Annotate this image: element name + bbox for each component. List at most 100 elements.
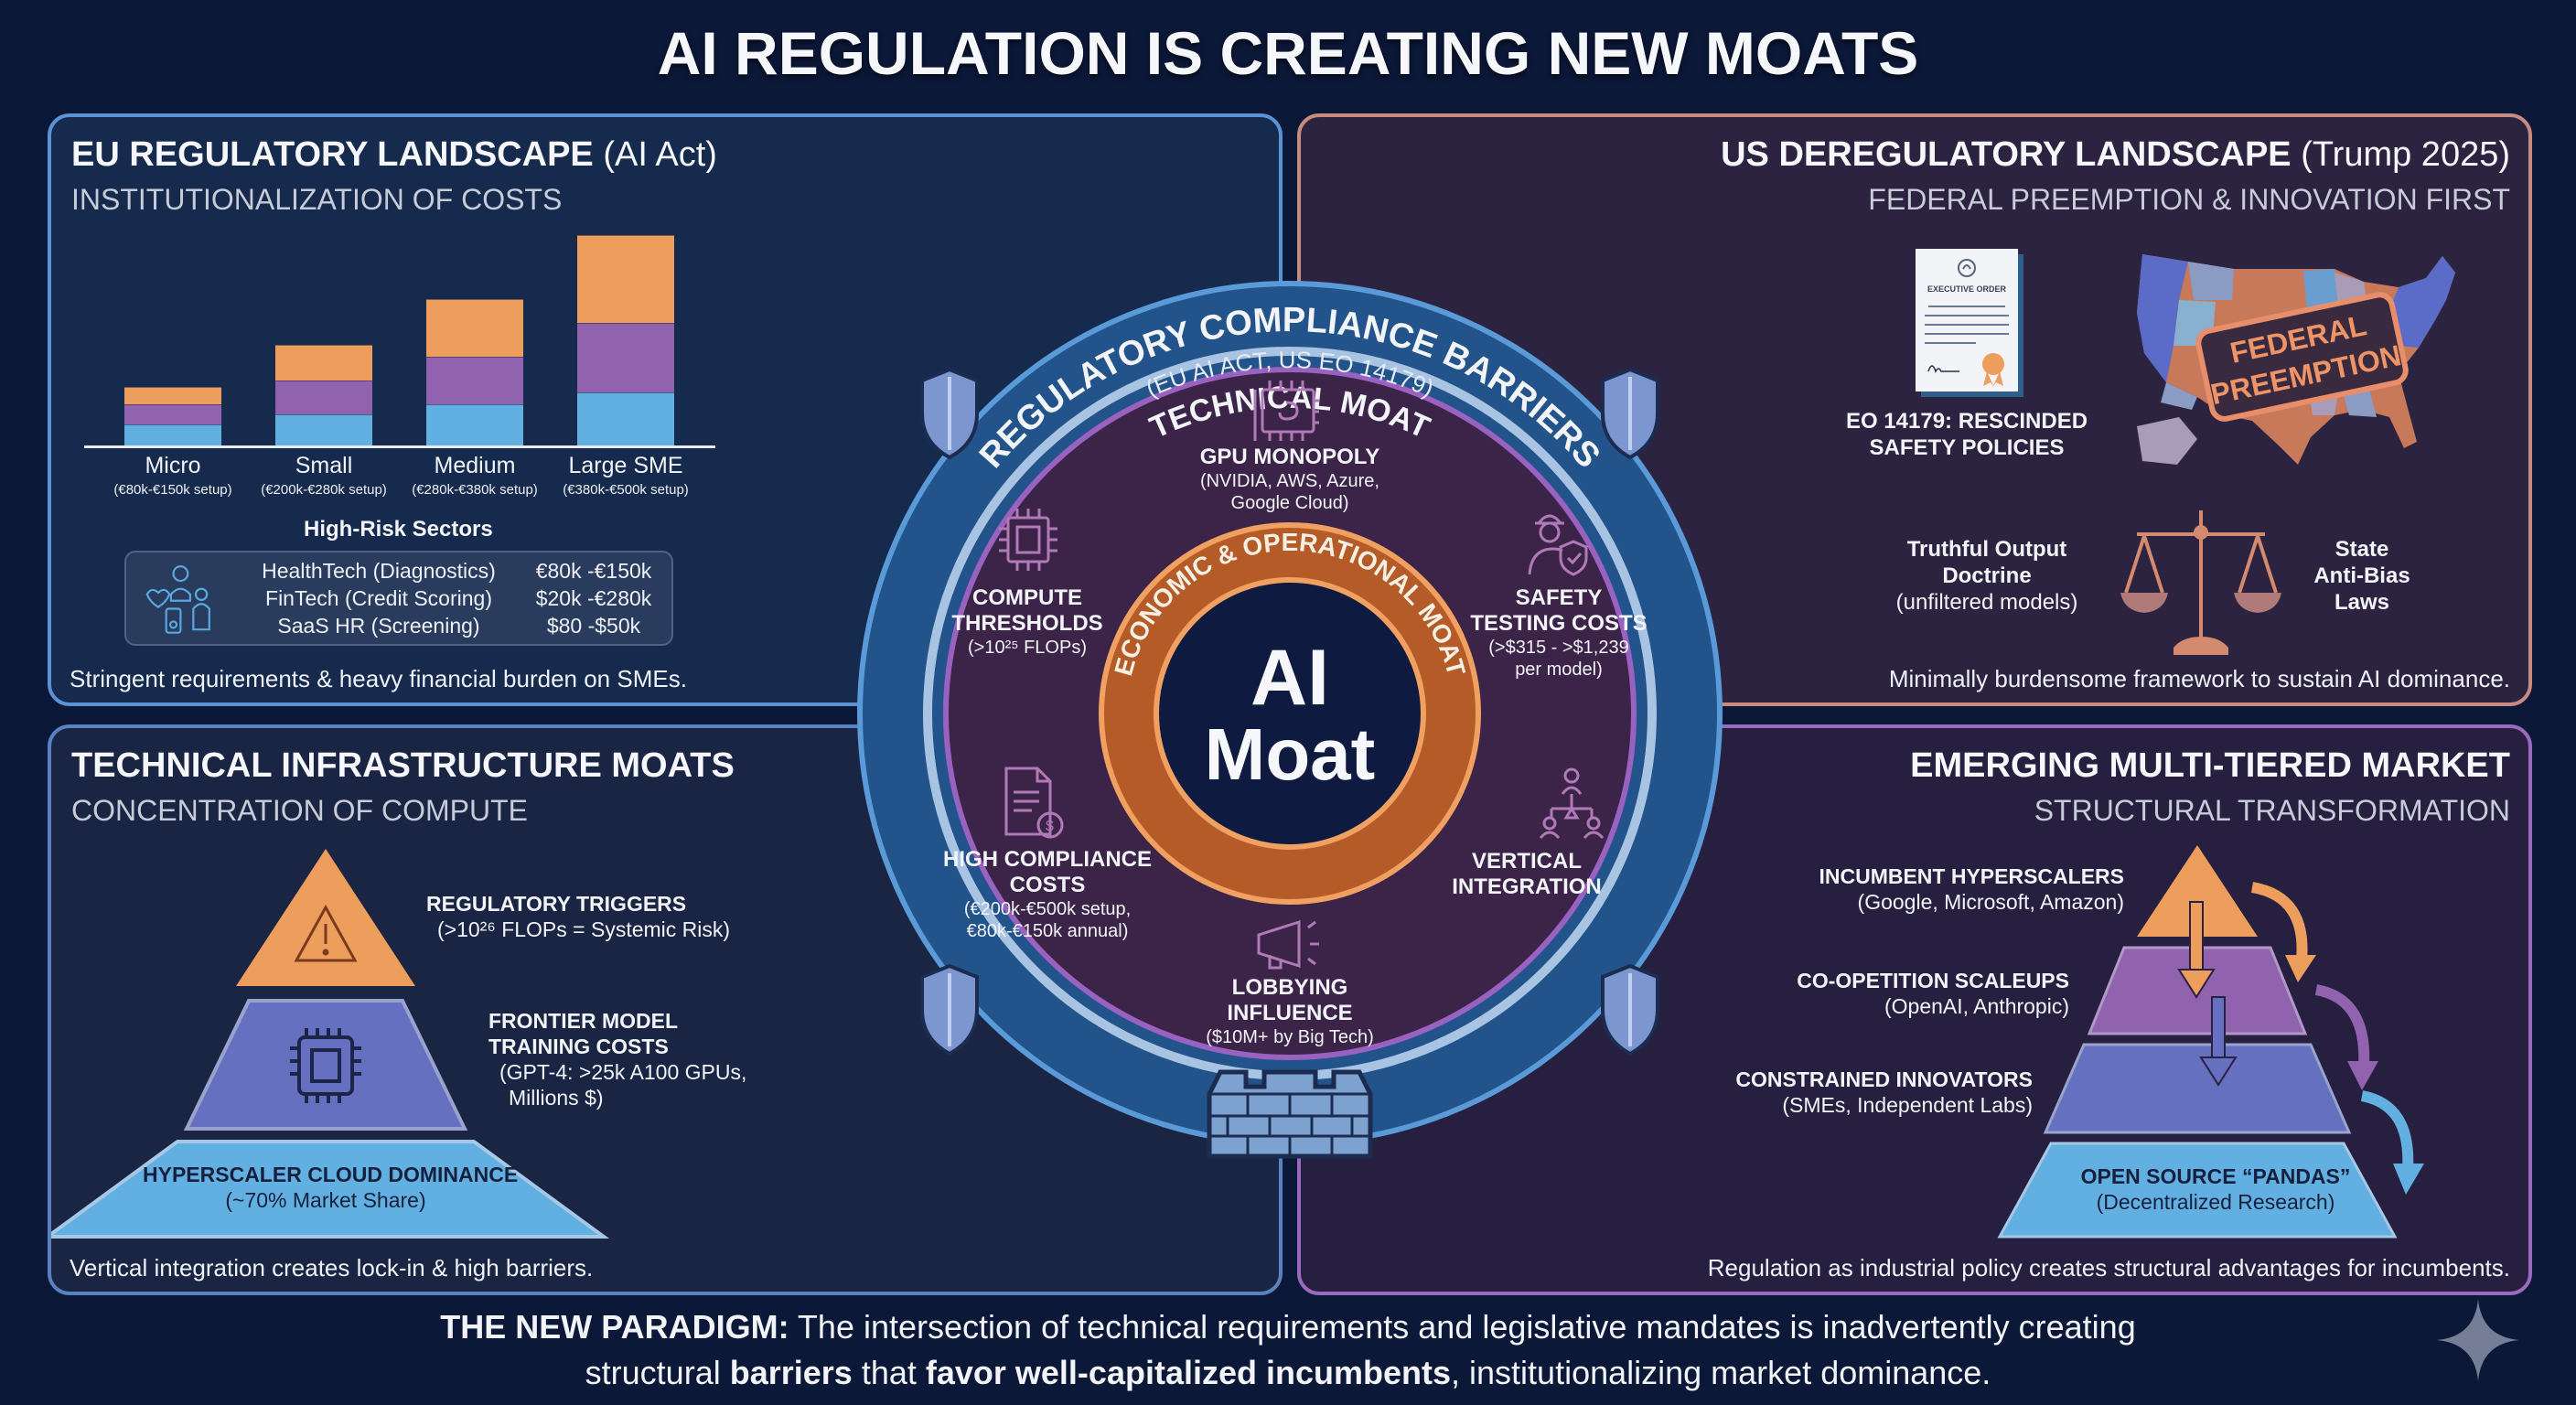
eo-line-2: SAFETY POLICIES [1869, 435, 2065, 460]
paradigm-line-1: THE NEW PARADIGM: The intersection of te… [0, 1306, 2576, 1348]
eu-title-suffix: (AI Act) [603, 135, 717, 174]
worker-shield-icon [1528, 514, 1588, 576]
bar-medium-middle [426, 356, 523, 405]
tier-constrained-innovators: CONSTRAINED INNOVATORS (SMEs, Independen… [1484, 1067, 2033, 1118]
us-panel-title: US DEREGULATORY LANDSCAPE (Trump 2025) [1721, 134, 2510, 176]
market-panel-footer: Regulation as industrial policy creates … [1707, 1254, 2510, 1282]
tier-sub-2: Millions $) [509, 1086, 604, 1110]
compliance-title-2: COSTS [1009, 873, 1086, 897]
compute-sub: (>10²⁵ FLOPs) [968, 638, 1087, 658]
org-hierarchy-icon [1539, 767, 1605, 840]
eu-title-bold: EU REGULATORY LANDSCAPE [71, 135, 594, 174]
bar-micro-middle [124, 404, 221, 424]
tech-panel-footer: Vertical integration creates lock-in & h… [70, 1254, 594, 1282]
curved-arrow-purple-icon [2314, 984, 2370, 1067]
tech-panel-subtitle: CONCENTRATION OF COMPUTE [71, 794, 528, 827]
moat-item-safety-testing: SAFETY TESTING COSTS (>$315 - >$1,239 pe… [1467, 585, 1650, 681]
bar-small-top [275, 344, 372, 381]
sector-fintech-range: $20k -€280k [535, 586, 652, 610]
market-panel-subtitle: STRUCTURAL TRANSFORMATION [2034, 794, 2510, 827]
pyramid-tier-bottom [51, 1140, 610, 1239]
tier-title-1: FRONTIER MODEL [488, 1009, 678, 1033]
bar-medium-top [426, 298, 523, 357]
signature-icon [1927, 365, 1959, 373]
chart-baseline [84, 445, 715, 448]
compliance-title-1: HIGH COMPLIANCE [943, 847, 1152, 872]
lobbying-title-2: INFLUENCE [1227, 1001, 1353, 1025]
moat-item-high-compliance-costs: HIGH COMPLIANCE COSTS (€200k-€500k setup… [942, 847, 1153, 942]
safety-title-2: TESTING COSTS [1470, 611, 1648, 636]
tier-sub: (OpenAI, Anthropic) [1884, 994, 2069, 1018]
vertical-title-2: INTEGRATION [1452, 874, 1602, 899]
truthful-line-1: Truthful Output [1906, 537, 2067, 562]
compute-title-1: COMPUTE [972, 585, 1082, 610]
x-label-medium: Medium [434, 453, 516, 478]
x-label-large-sme: Large SME [568, 453, 683, 478]
tier-sub: (>10²⁶ FLOPs = Systemic Risk) [437, 917, 731, 941]
market-tier-1 [2137, 845, 2258, 937]
gpu-sub-1: (NVIDIA, AWS, Azure, [1200, 471, 1379, 491]
market-pyramid [1997, 845, 2424, 1239]
us-title-bold: US DEREGULATORY LANDSCAPE [1721, 135, 2292, 174]
moat-item-lobbying-influence: LOBBYING INFLUENCE ($10M+ by Big Tech) [1198, 975, 1381, 1048]
tech-panel-title: TECHNICAL INFRASTRUCTURE MOATS [71, 746, 735, 785]
tier-coopetition-scaleups: CO-OPETITION SCALEUPS (OpenAI, Anthropic… [1520, 968, 2069, 1019]
compute-pyramid [51, 849, 610, 1239]
paradigm-l2-d: favor well-capitalized incumbents [925, 1354, 1452, 1391]
paradigm-lead: THE NEW PARADIGM: [440, 1308, 789, 1346]
tier-sub: (~70% Market Share) [225, 1188, 426, 1212]
curved-arrow-blue-icon [2360, 1090, 2414, 1170]
tier-title: OPEN SOURCE “PANDAS” [2080, 1164, 2351, 1188]
paradigm-l2-c: that [852, 1354, 926, 1391]
sector-saashr-range: $80 -$50k [546, 614, 641, 638]
vertical-title-1: VERTICAL [1472, 849, 1582, 874]
eo-line-1: EO 14179: RESCINDED [1845, 409, 2088, 434]
gpu-title: GPU MONOPOLY [1199, 445, 1380, 469]
safety-sub-2: per model) [1515, 660, 1603, 680]
market-tier-3 [2043, 1043, 2352, 1134]
tier-open-source-pandas: OPEN SOURCE “PANDAS” (Decentralized Rese… [2051, 1164, 2380, 1215]
curved-arrow-orange-icon [2250, 882, 2308, 961]
tier-title: CONSTRAINED INNOVATORS [1735, 1067, 2033, 1091]
castle-wall-icon [1207, 1069, 1373, 1159]
paradigm-line-2: structural barriers that favor well-capi… [0, 1352, 2576, 1394]
down-arrow-indigo-icon [2199, 996, 2238, 1087]
lobbying-sub: ($10M+ by Big Tech) [1206, 1027, 1374, 1047]
us-title-suffix: (Trump 2025) [2301, 135, 2510, 174]
moat-item-gpu-monopoly: GPU MONOPOLY (NVIDIA, AWS, Azure, Google… [1189, 445, 1390, 514]
bar-large-sme-top [577, 234, 674, 323]
x-sublabel-large-sme: (€380k-€500k setup) [563, 482, 689, 498]
svg-text:$: $ [1046, 819, 1054, 834]
state-line-1: State [2334, 537, 2389, 562]
bar-medium-bottom [426, 404, 523, 446]
compliance-document-dollar-icon: $ [1004, 767, 1064, 839]
shield-icon [1601, 963, 1659, 1056]
bar-large-sme-middle [577, 322, 674, 393]
down-arrow-orange-icon [2177, 901, 2216, 999]
moat-item-compute-thresholds: COMPUTE THRESHOLDS (>10²⁵ FLOPs) [940, 585, 1114, 659]
tier-sub: (Decentralized Research) [2096, 1190, 2335, 1214]
gpu-chip-icon [1253, 381, 1319, 441]
bar-large-sme-bottom [577, 392, 674, 446]
cpu-chip-icon [999, 509, 1057, 571]
truthful-sub: (unfiltered models) [1895, 590, 2078, 615]
us-map-icon: FEDERAL PREEMPTION [2137, 254, 2455, 465]
tier-hyperscaler-dominance: HYPERSCALER CLOUD DOMINANCE (~70% Market… [143, 1162, 518, 1213]
market-tier-4 [1997, 1142, 2398, 1239]
eu-cost-bar-chart [51, 117, 746, 446]
warning-triangle-icon [294, 904, 358, 962]
seal-icon [1958, 259, 1976, 277]
tier-incumbent-hyperscalers: INCUMBENT HYPERSCALERS (Google, Microsof… [1575, 863, 2124, 915]
gpu-sub-2: Google Cloud) [1230, 493, 1349, 513]
moat-item-vertical-integration: VERTICAL INTEGRATION [1440, 849, 1614, 900]
eu-panel-title: EU REGULATORY LANDSCAPE (AI Act) [71, 134, 717, 176]
x-label-small: Small [295, 453, 353, 478]
high-risk-sectors-box: HealthTech (Diagnostics) €80k -€150k Fin… [124, 551, 673, 646]
pyramid-tier-top [236, 849, 415, 986]
paradigm-line-1-text: The intersection of technical requiremen… [789, 1308, 2136, 1346]
ai-moat-diagram: REGULATORY COMPLIANCE BARRIERS (EU AI AC… [857, 281, 1723, 1159]
market-panel-title: EMERGING MULTI-TIERED MARKET [1910, 746, 2510, 785]
bar-micro-top [124, 386, 221, 405]
executive-order-label: EXECUTIVE ORDER [1927, 284, 2006, 294]
healthcare-people-icon [145, 565, 210, 634]
